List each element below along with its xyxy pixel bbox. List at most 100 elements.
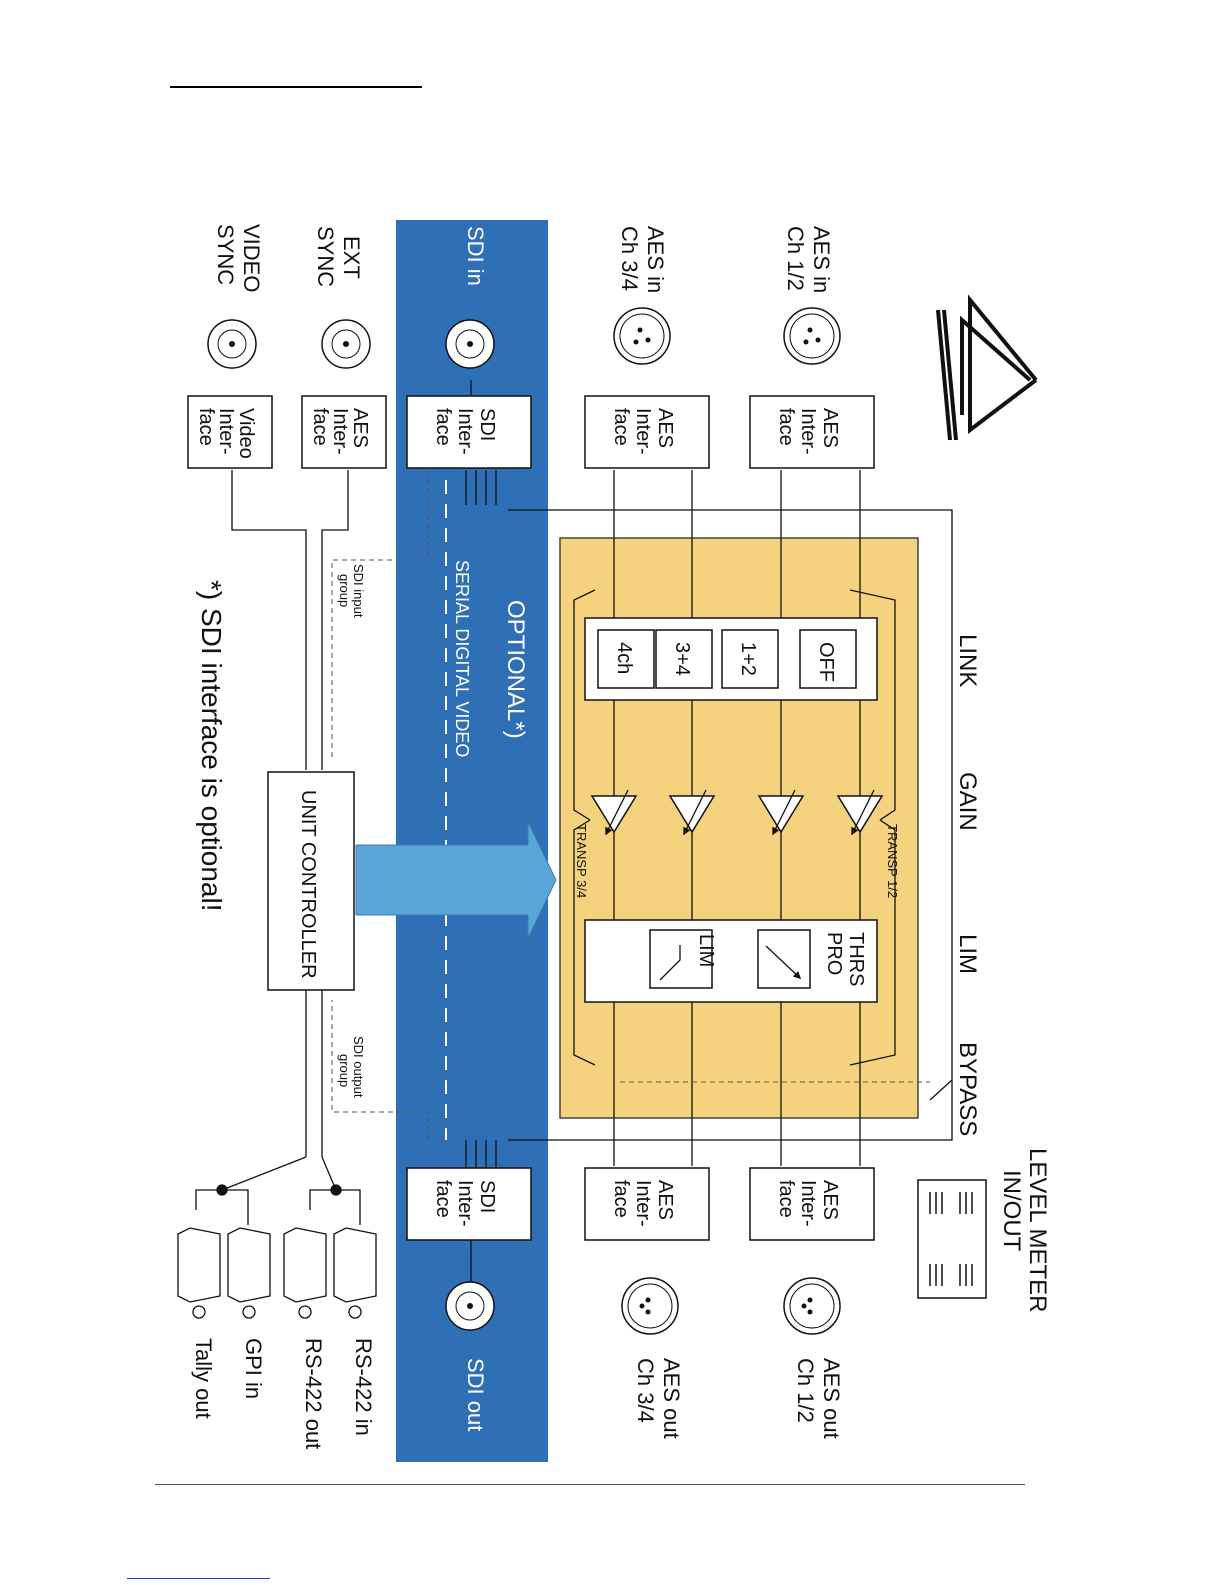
- input-label-aes-34-a: AES in: [643, 226, 668, 293]
- heading-underline: [170, 86, 422, 88]
- iface-in-12-a: AES: [819, 408, 841, 448]
- input-label-ext-1: EXT: [339, 236, 364, 279]
- gain-triangle-4: [590, 795, 638, 834]
- label-level-meter-1: LEVEL METER: [1024, 1148, 1051, 1313]
- input-label-aes-12-a: AES in: [809, 226, 834, 293]
- iface-out-12-b: Inter-: [797, 1180, 819, 1227]
- dsub-rs422-in: [333, 1227, 377, 1319]
- sdi-output-group-1: SDI output: [351, 1036, 366, 1098]
- lim-box: [649, 929, 713, 989]
- link-off-box: [799, 629, 857, 689]
- label-link: LINK: [954, 634, 981, 687]
- sdi-output-group-2: group: [337, 1054, 352, 1087]
- input-label-ext-2: SYNC: [313, 226, 338, 287]
- aes-interface-in-34: [584, 395, 710, 469]
- output-label-aes-12-a: AES out: [819, 1358, 844, 1439]
- link-34: 3+4: [671, 642, 693, 676]
- port-rs422-out: RS-422 out: [301, 1338, 326, 1449]
- xlr-out-ch34: [621, 1277, 679, 1335]
- lim-box-label: LIM: [695, 934, 717, 967]
- iface-in-12-b: Inter-: [797, 408, 819, 455]
- iface-out-34-c: face: [610, 1180, 632, 1218]
- output-label-aes-34-a: AES out: [659, 1358, 684, 1439]
- link-12-box: [721, 629, 779, 689]
- thrs-pro-box: [757, 929, 811, 989]
- junger-logo: [936, 294, 1038, 441]
- iface-video-c: face: [195, 408, 217, 446]
- iface-sdi-in-b: Inter-: [454, 408, 476, 455]
- serial-digital-video-label: SERIAL DIGITAL VIDEO: [452, 560, 472, 757]
- video-interface: [187, 395, 273, 469]
- link-4ch-box: [597, 629, 655, 689]
- iface-sdi-in-a: SDI: [476, 408, 498, 441]
- sdi-input-group-1: SDI input: [351, 564, 366, 618]
- input-label-sdi: SDI in: [463, 226, 488, 286]
- iface-out-12-c: face: [775, 1180, 797, 1218]
- optional-label: OPTIONAL*): [502, 600, 529, 739]
- input-label-aes-34-b: Ch 3/4: [617, 226, 642, 291]
- output-label-aes-12-b: Ch 1/2: [793, 1358, 818, 1423]
- link-34-box: [655, 629, 713, 689]
- dsub-tally-out: [177, 1227, 221, 1319]
- gain-triangle-3: [668, 795, 716, 834]
- sdi-input-group-2: group: [337, 574, 352, 607]
- dsub-rs422-out: [283, 1227, 327, 1319]
- input-label-video-2: SYNC: [213, 224, 238, 285]
- dsub-gpi-in: [227, 1227, 271, 1319]
- bnc-sdi-out: [445, 1281, 495, 1331]
- iface-ext-c: face: [309, 408, 331, 446]
- transp-12-label: TRANSP 1/2: [885, 824, 900, 898]
- footnote: *) SDI interface is optional!: [196, 580, 227, 912]
- iface-out-12-a: AES: [819, 1180, 841, 1220]
- level-meter-box: [917, 1179, 987, 1299]
- xlr-in-ch34: [613, 307, 671, 365]
- iface-sdi-out-c: face: [432, 1180, 454, 1218]
- label-gain: GAIN: [954, 772, 981, 831]
- output-label-sdi: SDI out: [463, 1358, 488, 1431]
- iface-sdi-out-a: SDI: [476, 1180, 498, 1213]
- bnc-ext-sync: [321, 319, 371, 369]
- bnc-sdi-in: [445, 319, 495, 369]
- gain-triangle-2: [757, 795, 805, 834]
- lim-panel: [584, 919, 878, 1003]
- output-label-aes-34-b: Ch 3/4: [633, 1358, 658, 1423]
- iface-video-b: Inter-: [215, 408, 237, 455]
- link-12: 1+2: [737, 642, 759, 676]
- aes-interface-in-12: [749, 395, 875, 469]
- xlr-in-ch12: [783, 307, 841, 365]
- port-tally-out: Tally out: [191, 1338, 216, 1419]
- footer-rule: [155, 1484, 1025, 1485]
- stage-labels: LINK GAIN LIM BYPASS LEVEL METER IN/OUT: [954, 634, 1051, 1313]
- iface-in-34-c: face: [610, 408, 632, 446]
- thrs-label: THRS: [845, 932, 867, 986]
- aes-interface-ext-sync: [301, 395, 387, 469]
- input-label-aes-12-b: Ch 1/2: [783, 226, 808, 291]
- label-lim: LIM: [954, 934, 981, 974]
- iface-video-a: Video: [235, 408, 257, 459]
- aes-interface-out-34: [584, 1167, 710, 1241]
- input-label-video-1: VIDEO: [239, 224, 264, 292]
- xlr-out-ch12: [783, 1277, 841, 1335]
- controller-arrow: [355, 821, 557, 939]
- sdi-interface-out: [406, 1167, 532, 1241]
- iface-in-34-a: AES: [654, 408, 676, 448]
- iface-ext-b: Inter-: [329, 408, 351, 455]
- iface-sdi-out-b: Inter-: [454, 1180, 476, 1227]
- iface-out-34-a: AES: [654, 1180, 676, 1220]
- port-gpi-in: GPI in: [241, 1338, 266, 1399]
- footer-link-underline: [127, 1578, 270, 1579]
- link-4ch: 4ch: [613, 642, 635, 674]
- label-bypass: BYPASS: [954, 1042, 981, 1136]
- label-level-meter-2: IN/OUT: [998, 1170, 1025, 1252]
- iface-in-34-b: Inter-: [632, 408, 654, 455]
- gain-triangle-1: [836, 795, 884, 834]
- iface-out-34-b: Inter-: [632, 1180, 654, 1227]
- pro-label: PRO: [823, 932, 845, 975]
- port-rs422-in: RS-422 in: [351, 1338, 376, 1436]
- iface-ext-a: AES: [349, 408, 371, 448]
- bnc-video-sync: [207, 319, 257, 369]
- unit-controller-box: [267, 771, 355, 991]
- link-off: OFF: [815, 642, 837, 682]
